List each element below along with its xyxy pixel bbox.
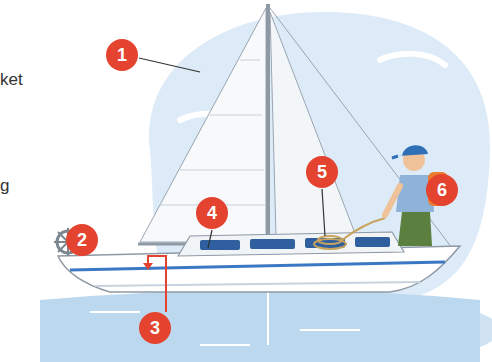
callout-number: 3 [150,319,160,337]
cut-off-text: ket [0,70,23,90]
callout-circle: 3 [139,312,171,344]
callout-circle: 4 [196,197,228,229]
callout-number: 5 [317,163,327,181]
callout-number: 2 [77,231,87,249]
callout-number: 1 [117,46,127,64]
callout-circle: 5 [306,156,338,188]
callout-circle: 2 [66,224,98,256]
cut-off-text: g [0,176,9,196]
callout-number: 4 [207,204,217,222]
callout-circle: 1 [106,39,138,71]
callout-number: 6 [437,181,447,199]
callout-circle: 6 [426,174,458,206]
